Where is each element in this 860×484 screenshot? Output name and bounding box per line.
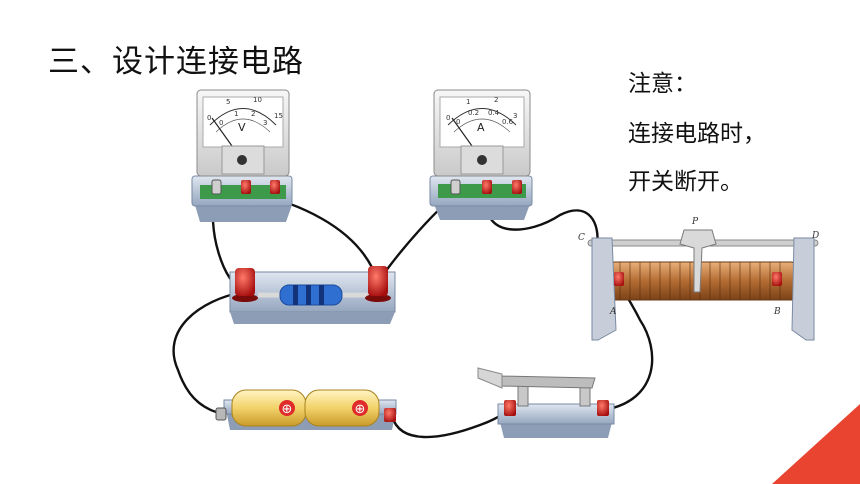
voltmeter-terminals <box>211 179 280 195</box>
knife-switch <box>477 367 615 438</box>
voltmeter-tick-10: 10 <box>253 96 262 104</box>
ammeter-tick-0: 0 <box>446 114 450 122</box>
wire-resistor-to-battery <box>172 290 245 416</box>
voltmeter-tick-15: 15 <box>274 112 283 120</box>
ammeter-inner-02: 0.2 <box>468 109 479 117</box>
battery-terminal-right <box>384 408 396 422</box>
ammeter-inner-0: 0 <box>456 118 460 126</box>
resistor-terminal-right <box>365 266 391 302</box>
ammeter-tick-1: 1 <box>466 98 470 106</box>
battery-terminal-left <box>215 407 227 421</box>
rheostat-label-c: C <box>578 233 585 243</box>
note-line-2: 开关断开。 <box>628 169 743 195</box>
voltmeter-tick-5: 5 <box>226 98 230 106</box>
rheostat-terminal-a <box>614 272 624 286</box>
rheostat-slider <box>679 229 717 293</box>
battery-plus-1: ⊕ <box>282 402 293 417</box>
ammeter-terminals <box>450 179 522 195</box>
voltmeter-inner-0: 0 <box>219 119 223 127</box>
voltmeter: 0 5 10 15 0 1 2 3 V <box>191 89 293 222</box>
ammeter: 0 1 2 3 0 0.2 0.4 0.6 A <box>429 89 533 220</box>
switch-terminal-right <box>597 400 609 416</box>
rheostat: C D P A B <box>578 217 819 341</box>
note-line-1: 连接电路时， <box>628 121 766 147</box>
rheostat-label-b: B <box>773 307 781 317</box>
ammeter-tick-2: 2 <box>494 96 498 104</box>
page-title: 三、设计连接电路 <box>48 44 304 80</box>
voltmeter-inner-2: 2 <box>251 110 255 118</box>
battery-plus-2: ⊕ <box>355 402 366 417</box>
voltmeter-inner-1: 1 <box>234 110 238 118</box>
rheostat-label-p: P <box>691 217 699 227</box>
corner-accent <box>772 404 860 484</box>
wire-ammeter-to-rheostat <box>485 192 599 247</box>
ammeter-inner-04: 0.4 <box>488 109 500 117</box>
rheostat-label-d: D <box>811 231 819 241</box>
voltmeter-symbol: V <box>238 121 246 134</box>
voltmeter-inner-3: 3 <box>263 119 267 127</box>
note-heading: 注意： <box>628 71 697 97</box>
battery: ⊕ ⊕ <box>215 389 397 430</box>
rheostat-label-a: A <box>609 307 617 317</box>
ammeter-inner-06: 0.6 <box>502 118 514 126</box>
rheostat-terminal-b <box>772 272 782 286</box>
ammeter-tick-3: 3 <box>513 112 517 120</box>
switch-terminal-left <box>504 400 516 416</box>
wire-battery-to-switch <box>390 408 511 439</box>
resistor-terminal-left <box>232 268 258 302</box>
ammeter-symbol: A <box>477 121 485 134</box>
voltmeter-tick-0: 0 <box>207 114 211 122</box>
resistor <box>229 266 396 324</box>
